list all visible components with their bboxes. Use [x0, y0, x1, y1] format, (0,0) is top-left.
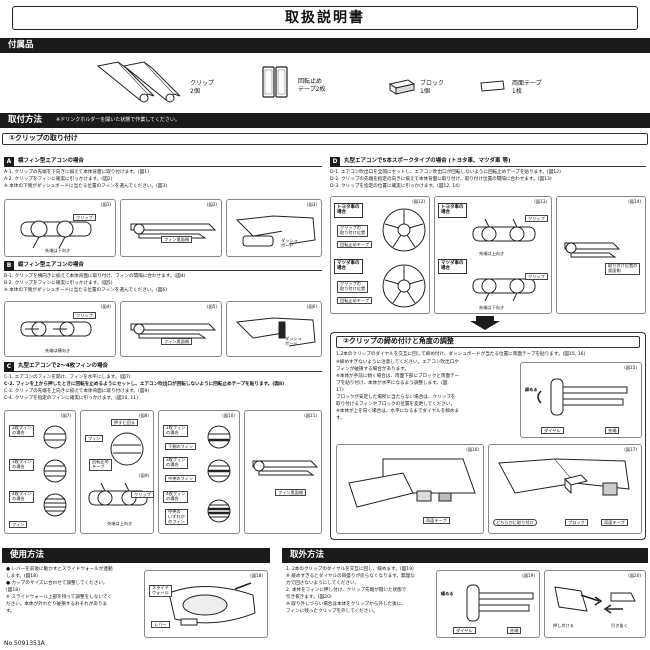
figure-11: (図11) フィン奥面側	[244, 410, 322, 534]
adjust-note-9: す。	[336, 415, 345, 421]
figure-8-9: (図8) 押すと回る フィン 回転止め テープ (図9) クリップ 先端は上向き	[80, 410, 154, 534]
adjust-note-3: ※本体が手前に傾く場合は、両面下部にブロックと両面テー	[336, 373, 460, 379]
figure-7: (図7) 2枚フィン の場合 3枚フィン の場合 4枚フィン の場合 フィン	[4, 410, 76, 534]
figure-4: (図4) クリップ 先端は横向き	[4, 301, 116, 357]
removal-header: 取外方法	[290, 549, 325, 560]
step-d1: D-1. エアコン吹出口を全開にセットし、エアコン吹出口が回転しないように回転止…	[330, 170, 561, 175]
adjust-note-4: プを貼り付け、本体が水平になるよう調整します。(図	[336, 380, 448, 386]
section-b: B 縦フィン型エアコンの場合 B-1. クリップを横向きに揃えて本体背面に取り付け…	[4, 260, 322, 295]
accessory-block-label: ブロック 1個	[420, 80, 445, 95]
removal-step-2b: 引き抜きます。(図20)	[286, 594, 332, 600]
figure-10: (図10) 2枚フィン の場合 下側のフィン 3枚フィン の場合 中央のフィン …	[158, 410, 240, 534]
removal-step-2: 2. 本体をフィンに押し付け、クリップ先端が開いた状態で	[286, 587, 407, 593]
section-a-letter: A	[4, 156, 14, 167]
step-c1: C-1. エアコンのフィンを開け、フィンを水平にします。(図7)	[4, 375, 131, 380]
doc-number: No.5091353A	[4, 640, 45, 647]
step-a3: ※ 本体の下側がダッシュボードに当たる位置のフィンを選んでください。(図3)	[4, 183, 168, 189]
clip-install-title: ①クリップの取り付け	[2, 133, 648, 145]
section-c: C 丸型エアコンで2〜4枚フィンの場合 C-1. エアコンのフィンを開け、フィンを…	[4, 361, 322, 403]
adjust-step-1: 1.2本のクリップのダイヤルを交互に回して締め付け、ダッシュボードが当たる位置に…	[336, 352, 586, 357]
step-a2: A-2. クリップをフィンに確実に引っかけます。(図2)	[4, 176, 113, 182]
section-d-letter: D	[330, 156, 340, 167]
step-c2: C-2. フィンを上から押したときに回転を止めるようにセットし、エアコン吹出口が…	[4, 381, 285, 387]
adjust-panel	[330, 332, 646, 540]
removal-step-1: 1. 2本のクリップのダイヤルを交互に回し、緩めます。(図19)	[286, 567, 414, 572]
removal-note-1: ※ 緩めすぎるとダイヤルの目盛りが戻らなくなります。無理な	[286, 573, 415, 579]
figure-2: (図2) フィン奥面側	[120, 199, 222, 257]
doc-title: 取扱説明書	[285, 9, 365, 26]
adjust-note-1: ※締めすぎないように注意してください。エアコン吹出口や	[336, 360, 459, 365]
accessory-clip-label: クリップ 2個	[190, 80, 215, 95]
adjust-note-6: ブロックが安定した場所に当たらない場合は、クリップを	[336, 394, 456, 400]
usage-steps: ● レバーを前後に動かすとスライドウォールが連動 します。(図18) ● カップ…	[6, 567, 136, 616]
adjust-note-7: 取り付けるフィンやブロックの位置を変更してください。	[336, 401, 456, 407]
section-b-title: 縦フィン型エアコンの場合	[18, 261, 84, 268]
usage-header: 使用方法	[10, 549, 45, 560]
removal-steps: 1. 2本のクリップのダイヤルを交互に回し、緩めます。(図19) ※ 緩めすぎる…	[286, 567, 446, 616]
down-arrow-icon	[470, 316, 500, 330]
removal-header-bar: 取外方法	[282, 548, 648, 563]
removal-note-2: ※ 取り外しづらい場合は本体をクリップから外した後に、	[286, 601, 406, 607]
adjust-notes: ※締めすぎないように注意してください。エアコン吹出口や フィンが破損する場合があ…	[336, 360, 516, 423]
usage-step-2b: (図18)	[6, 587, 21, 593]
install-note: ※ドリンクホルダーを開いた状態で作業してください。	[56, 117, 180, 124]
accessory-double-tape-label: 両面テープ 1枚	[512, 80, 542, 95]
removal-note-2b: フィンに残ったクリップを外してください。	[286, 608, 378, 614]
figure-12: (図12) トヨタ車の 場合 クリップの 取り付け位置 回転止めテープ マツダ車…	[330, 196, 430, 314]
step-a1: A-1. クリップの先端を下向きに揃えて本体背面に取り付けます。(図1)	[4, 170, 149, 175]
section-a: A 横フィン型エアコンの場合 A-1. クリップの先端を下向きに揃えて本体背面に取…	[4, 156, 322, 191]
figure-19: (図19) 緩める ダイヤル 先端	[436, 570, 540, 638]
adjust-title: ②クリップの締め付けと角度の調整	[336, 336, 640, 348]
install-header: 取付方法	[8, 114, 43, 125]
step-d3: D-3. クリップを指定の位置に確実に引っかけます。(図12, 14)	[330, 183, 460, 189]
figure-1: (図1) クリップ 先端は下向き	[4, 199, 116, 257]
figure-13: (図13) トヨタ車の 場合 クリップ 先端は上向き マツダ車の 場合 クリップ…	[434, 196, 552, 314]
doc-title-box: 取扱説明書	[12, 6, 638, 30]
step-b1: B-1. クリップを横向きに揃えて本体背面に取り付け、フィンの間隔に合わせます。…	[4, 274, 186, 279]
accessories-header: 付属品	[8, 39, 34, 50]
figure-17: (図17) どちらかに取り付け ブロック 両面テープ	[488, 444, 642, 534]
usage-step-1: ● レバーを前後に動かすとスライドウォールが連動	[6, 567, 113, 572]
section-d-title: 丸型エアコンで5本スポークタイプの場合 (トヨタ車、マツダ車 等)	[344, 157, 511, 164]
step-c3: C-3. クリップの先端を上向きに揃えて本体背面に取り付けます。(図9)	[4, 388, 150, 394]
step-c4: C-4. クリップを指定のフィンに確実に引っかけます。(図10, 11)	[4, 395, 139, 401]
figure-15: (図15) 締める ダイヤル 先端	[520, 362, 642, 438]
removal-note-1b: 力で回さないようにしてください。	[286, 580, 360, 586]
adjust-note-8: ※本体が上を向く場合は、水平になるまでダイヤルを締めま	[336, 408, 460, 414]
usage-step-1b: します。(図18)	[6, 573, 38, 579]
usage-note-1: ※ スライドウォール上部を持って調整をしないでく	[6, 594, 113, 600]
section-a-title: 横フィン型エアコンの場合	[18, 157, 84, 164]
figure-16: (図16) 両面テープ	[336, 444, 484, 534]
figure-5: (図5) フィン奥面側	[120, 301, 222, 357]
step-b2: B-2. クリップをフィンに確実に引っかけます。(図5)	[4, 280, 113, 286]
double-tape-illustration	[480, 80, 505, 92]
block-illustration	[388, 79, 416, 95]
section-c-title: 丸型エアコンで2〜4枚フィンの場合	[18, 362, 109, 369]
figure-20: (図20) 押し付ける 引き抜く	[544, 570, 646, 638]
section-c-letter: C	[4, 361, 14, 372]
accessory-tape-label: 回転止め テープ2枚	[298, 78, 326, 93]
clip-illustration	[96, 61, 181, 103]
section-b-letter: B	[4, 260, 14, 271]
figure-18: (図18) スライド ウォール レバー	[144, 570, 268, 638]
adjust-steps: 1.2本のクリップのダイヤルを交互に回して締め付け、ダッシュボードが当たる位置に…	[336, 352, 640, 359]
usage-step-2: ● カップのサイズに合わせて調整してください。	[6, 580, 108, 586]
step-b3: ※ 本体の下側がダッシュボードに当たる位置のフィンを選んでください。(図6)	[4, 287, 168, 293]
adjust-note-5: 17)	[336, 387, 344, 393]
figure-14: (図14) 取り付け位置の 奥面側	[556, 196, 646, 314]
section-d: D 丸型エアコンで5本スポークタイプの場合 (トヨタ車、マツダ車 等) D-1. …	[330, 156, 646, 191]
usage-note-2: ださい。本体が外れたり破損するおそれがありま	[6, 601, 108, 607]
accessories-header-bar: 付属品	[0, 38, 650, 53]
usage-note-3: す。	[6, 608, 15, 614]
adjust-note-2: フィンが破損する場合があります。	[336, 366, 409, 372]
step-d2: D-2. クリップの先端を指定の向きに揃えて本体背面に取り付け、取り付け位置の間…	[330, 176, 552, 182]
stop-tape-illustration	[262, 66, 288, 98]
usage-header-bar: 使用方法	[2, 548, 270, 563]
figure-3: (図3) ダッシュ ボード	[226, 199, 322, 257]
figure-6: (図6) ダッシュ ボード	[226, 301, 322, 357]
install-header-bar: 取付方法 ※ドリンクホルダーを開いた状態で作業してください。	[0, 113, 650, 128]
